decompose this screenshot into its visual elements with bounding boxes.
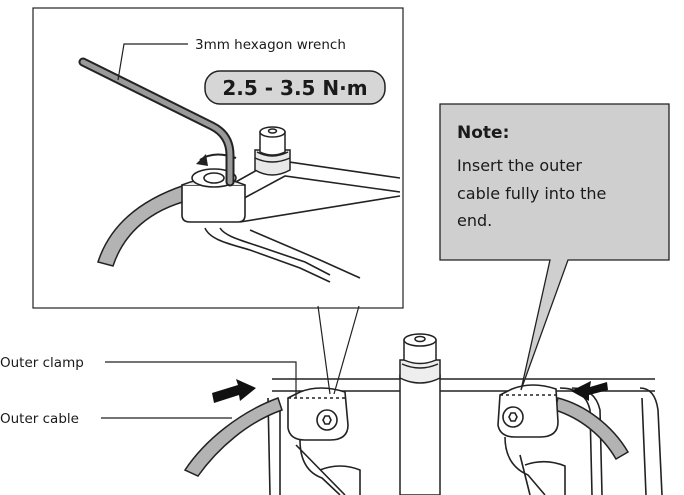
right-outer-cable <box>554 397 630 461</box>
outer-clamp-label: Outer clamp <box>0 355 84 371</box>
note-line: cable fully into the <box>457 184 606 203</box>
note-title: Note: <box>457 123 509 143</box>
right-outer-clamp <box>497 384 566 495</box>
left-insert-arrow-icon <box>212 379 256 403</box>
note-box-background <box>439 103 670 391</box>
detail-inset: 2.5 - 3.5 N·m 3mm hexagon wrench <box>32 7 404 309</box>
hexagon-wrench-icon <box>78 57 235 187</box>
note-line: Insert the outer <box>457 156 582 175</box>
detail-inset-frame <box>32 7 404 309</box>
outer-cable-label: Outer cable <box>0 411 79 427</box>
left-outer-clamp <box>287 387 361 495</box>
right-insert-arrow-icon <box>571 381 608 401</box>
inset-pointer <box>317 305 360 395</box>
outer-cable-callout: Outer cable <box>0 411 232 427</box>
inset-outer-cable <box>97 184 191 267</box>
left-outer-cable <box>183 397 283 477</box>
torque-value: 2.5 - 3.5 N·m <box>222 76 367 100</box>
outer-clamp-callout: Outer clamp <box>0 355 297 398</box>
note-box: Note: Insert the outer cable fully into … <box>439 103 670 391</box>
inset-cable-end-icon <box>254 126 291 176</box>
main-assembly <box>183 333 663 495</box>
note-line: end. <box>457 211 492 230</box>
wrench-label: 3mm hexagon wrench <box>195 37 346 53</box>
wrench-leader-line <box>117 43 188 81</box>
inset-rails <box>204 159 401 283</box>
torque-badge <box>204 70 386 105</box>
outer-clamp-leader-line <box>105 361 297 398</box>
center-cable-stop-icon <box>399 333 441 495</box>
inset-outer-clamp <box>181 168 246 223</box>
